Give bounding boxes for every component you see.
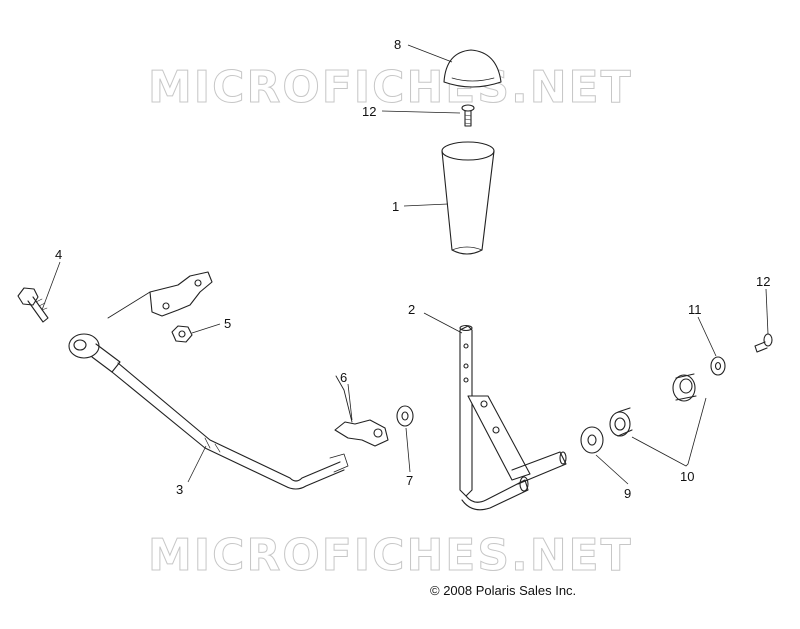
part-screw-top — [461, 104, 475, 127]
callout-4: 4 — [55, 247, 62, 262]
callout-5: 5 — [224, 316, 231, 331]
callout-8: 8 — [394, 37, 401, 52]
callout-7: 7 — [406, 473, 413, 488]
part-screw-right — [754, 333, 773, 353]
watermark-top: MICROFICHES.NET — [148, 62, 633, 114]
part-linkage-rod — [68, 333, 349, 490]
part-washer-9 — [580, 426, 604, 454]
callout-12: 12 — [362, 104, 376, 119]
leader-lines — [41, 44, 769, 485]
part-tapered-grip — [441, 141, 495, 255]
watermark-bottom: MICROFICHES.NET — [148, 530, 633, 582]
callout-3: 3 — [176, 482, 183, 497]
part-clip — [334, 375, 389, 447]
part-shift-lever — [459, 324, 567, 511]
callout-9: 9 — [624, 486, 631, 501]
part-bracket — [107, 271, 213, 319]
callout-12-right: 12 — [756, 274, 770, 289]
callout-labels: 8 12 1 4 5 2 11 12 6 3 7 9 10 — [55, 37, 770, 501]
copyright-notice: © 2008 Polaris Sales Inc. — [430, 583, 577, 598]
callout-1: 1 — [392, 199, 399, 214]
callout-2: 2 — [408, 302, 415, 317]
part-washer-7 — [396, 405, 414, 427]
part-bolt — [17, 287, 49, 323]
callout-6: 6 — [340, 370, 347, 385]
part-bushing-lower — [609, 407, 633, 437]
callout-10: 10 — [680, 469, 694, 484]
part-bushing-upper — [672, 373, 697, 402]
part-cap-dome — [443, 49, 502, 88]
part-nut — [171, 325, 193, 343]
part-washer-11 — [710, 356, 726, 376]
callout-11: 11 — [688, 302, 702, 317]
